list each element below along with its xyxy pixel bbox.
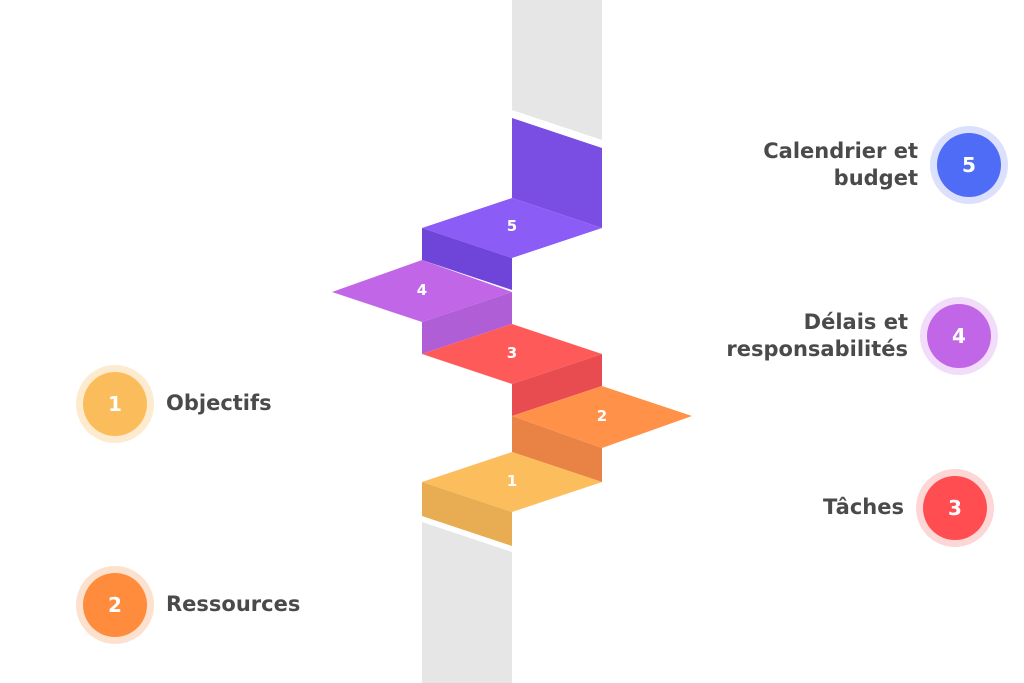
step-3-number: 3 <box>507 344 517 362</box>
step-2-tread <box>512 386 692 448</box>
label-4-text: Délais et responsabilités <box>726 309 908 361</box>
step-4-number: 4 <box>417 281 427 299</box>
badge-3-number: 3 <box>948 496 962 520</box>
step-2-number: 2 <box>597 407 607 425</box>
step-2-front <box>512 416 602 482</box>
label-step-4: Délais et responsabilités 4 <box>726 297 998 375</box>
badge-5-outer: 5 <box>930 126 1008 204</box>
label-step-5: Calendrier et budget 5 <box>763 126 1008 204</box>
badge-2: 2 <box>83 573 147 637</box>
label-step-3: Tâches 3 <box>823 469 994 547</box>
step-5-front <box>422 228 512 290</box>
label-step-2: 2 Ressources <box>76 566 300 644</box>
step-5-riser <box>512 118 602 228</box>
label-step-1: 1 Objectifs <box>76 365 272 443</box>
badge-5-number: 5 <box>962 153 976 177</box>
step-1-number: 1 <box>507 472 517 490</box>
badge-2-outer: 2 <box>76 566 154 644</box>
badge-2-number: 2 <box>108 593 122 617</box>
badge-3-outer: 3 <box>916 469 994 547</box>
step-5-number: 5 <box>507 217 517 235</box>
badge-5: 5 <box>937 133 1001 197</box>
badge-3: 3 <box>923 476 987 540</box>
badge-4-number: 4 <box>952 324 966 348</box>
label-3-text: Tâches <box>823 495 904 520</box>
badge-4-outer: 4 <box>920 297 998 375</box>
label-5-text: Calendrier et budget <box>763 138 918 190</box>
badge-1: 1 <box>83 372 147 436</box>
badge-1-outer: 1 <box>76 365 154 443</box>
step-1-front <box>422 482 512 546</box>
step-3-front <box>512 354 602 416</box>
label-1-text: Objectifs <box>166 391 272 416</box>
pillar-bottom <box>422 522 512 683</box>
label-2-text: Ressources <box>166 592 301 617</box>
step-4-tread <box>332 260 512 322</box>
badge-4: 4 <box>927 304 991 368</box>
pillar-top <box>512 0 602 140</box>
badge-1-number: 1 <box>108 392 122 416</box>
step-4-front <box>422 292 512 354</box>
